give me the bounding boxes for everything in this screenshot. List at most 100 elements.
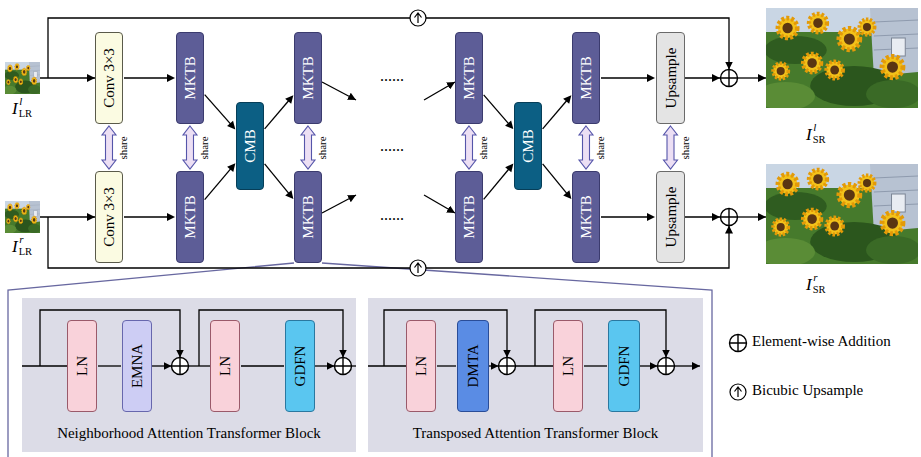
attention-box: EMNA xyxy=(122,320,152,412)
connector xyxy=(543,95,572,129)
signal-wire xyxy=(315,365,335,366)
image-subscript: SR xyxy=(813,135,826,146)
ellipsis: ...... xyxy=(380,207,404,223)
share-label: share xyxy=(595,136,606,159)
connector-line xyxy=(265,164,290,195)
upsample-box: Upsample xyxy=(656,32,685,124)
mktb-box: MKTB xyxy=(176,171,204,263)
conv-box: Conv 3×3 xyxy=(95,171,123,263)
arrow-head xyxy=(563,190,571,199)
block-label: GDFN xyxy=(617,346,632,387)
image-symbol: I xyxy=(806,126,812,143)
arrow-head xyxy=(285,95,293,104)
block-panel-fill xyxy=(368,298,703,452)
connector-line xyxy=(543,100,568,129)
connector-line xyxy=(601,77,649,78)
signal-wire xyxy=(22,18,766,366)
addition-symbol xyxy=(172,358,189,375)
arrow-head xyxy=(505,120,513,129)
signal-wire xyxy=(675,365,700,366)
signal-wire xyxy=(685,77,720,78)
connector-line xyxy=(124,77,169,78)
signal-wire xyxy=(352,365,356,366)
signal-wire xyxy=(322,82,356,100)
connector xyxy=(265,164,294,199)
arrow-head xyxy=(167,74,175,82)
connector-line xyxy=(241,365,284,366)
image-symbol: I xyxy=(12,100,18,117)
block-panel-fill xyxy=(22,298,356,452)
share-arrow xyxy=(102,126,116,169)
upsample-box: Upsample xyxy=(656,171,685,263)
share-label: share xyxy=(478,136,489,159)
signal-wire xyxy=(22,365,67,366)
addition-symbol xyxy=(658,358,675,375)
addition-symbol xyxy=(721,70,738,87)
arrow-head xyxy=(563,95,571,104)
panel-title: Transposed Attention Transformer Block xyxy=(413,426,659,441)
connector xyxy=(437,366,456,367)
share-label: share xyxy=(118,136,129,159)
connector xyxy=(301,126,315,169)
connector xyxy=(205,95,236,130)
arrow-head xyxy=(505,164,513,173)
signal-wire xyxy=(424,82,455,100)
connector-line xyxy=(265,100,290,129)
attention-box: DMTA xyxy=(457,320,489,412)
signal-wire xyxy=(322,195,356,213)
sunflower-image xyxy=(3,62,41,95)
share-arrow xyxy=(301,126,315,169)
share-label: share xyxy=(317,136,328,159)
connector-line xyxy=(601,216,649,217)
block-label: DMTA xyxy=(466,345,481,388)
block-label: LN xyxy=(75,356,90,376)
sunflower-image xyxy=(756,164,921,266)
detail-bracket xyxy=(8,263,712,457)
signal-wire xyxy=(489,365,499,366)
arrow-head xyxy=(227,163,235,172)
transformer-block-panel: Neighborhood Attention Transformer Block… xyxy=(22,298,356,452)
block-label: MKTB xyxy=(301,195,316,238)
connector-line xyxy=(484,168,510,199)
signal-wire xyxy=(152,365,172,366)
arrow-head xyxy=(227,121,235,130)
legend-text: Element-wise Addition xyxy=(752,334,891,349)
connector-line xyxy=(437,365,456,366)
panel-title: Neighborhood Attention Transformer Block xyxy=(57,426,321,441)
connector xyxy=(462,126,476,169)
feedforward-box: GDFN xyxy=(285,320,315,412)
mktb-box: MKTB xyxy=(572,32,600,124)
connector xyxy=(241,366,284,367)
signal-wire xyxy=(738,77,766,78)
connector xyxy=(543,164,572,199)
mktb-box: MKTB xyxy=(572,171,600,263)
signal-wire xyxy=(685,216,720,217)
signal-wire xyxy=(48,217,729,268)
block-label: CMB xyxy=(243,129,258,162)
sunflower-image xyxy=(3,8,921,266)
connector xyxy=(102,126,116,169)
cmb-box: CMB xyxy=(514,102,542,190)
block-label: LN xyxy=(414,356,429,376)
transformer-block-panel: Transposed Attention Transformer Block LN… xyxy=(368,298,703,452)
connector-line xyxy=(584,365,607,366)
layernorm-box: LN xyxy=(210,320,240,412)
block-label: MKTB xyxy=(462,195,477,238)
image-superscript: l xyxy=(813,122,816,133)
mktb-box: MKTB xyxy=(176,32,204,124)
arrow-head xyxy=(285,190,293,199)
block-label: LN xyxy=(561,356,576,376)
image-subscript: LR xyxy=(19,247,32,258)
arrow-head xyxy=(647,213,655,221)
connector xyxy=(601,74,655,82)
block-panel-fill xyxy=(22,298,703,452)
share-arrow xyxy=(462,126,476,169)
conv-box: Conv 3×3 xyxy=(95,32,123,124)
block-label: GDFN xyxy=(293,346,308,387)
legend-text: Bicubic Upsample xyxy=(752,383,863,398)
block-label: MKTB xyxy=(579,56,594,99)
image-superscript: l xyxy=(19,96,22,107)
signal-wire xyxy=(40,310,180,366)
connector xyxy=(579,126,593,169)
